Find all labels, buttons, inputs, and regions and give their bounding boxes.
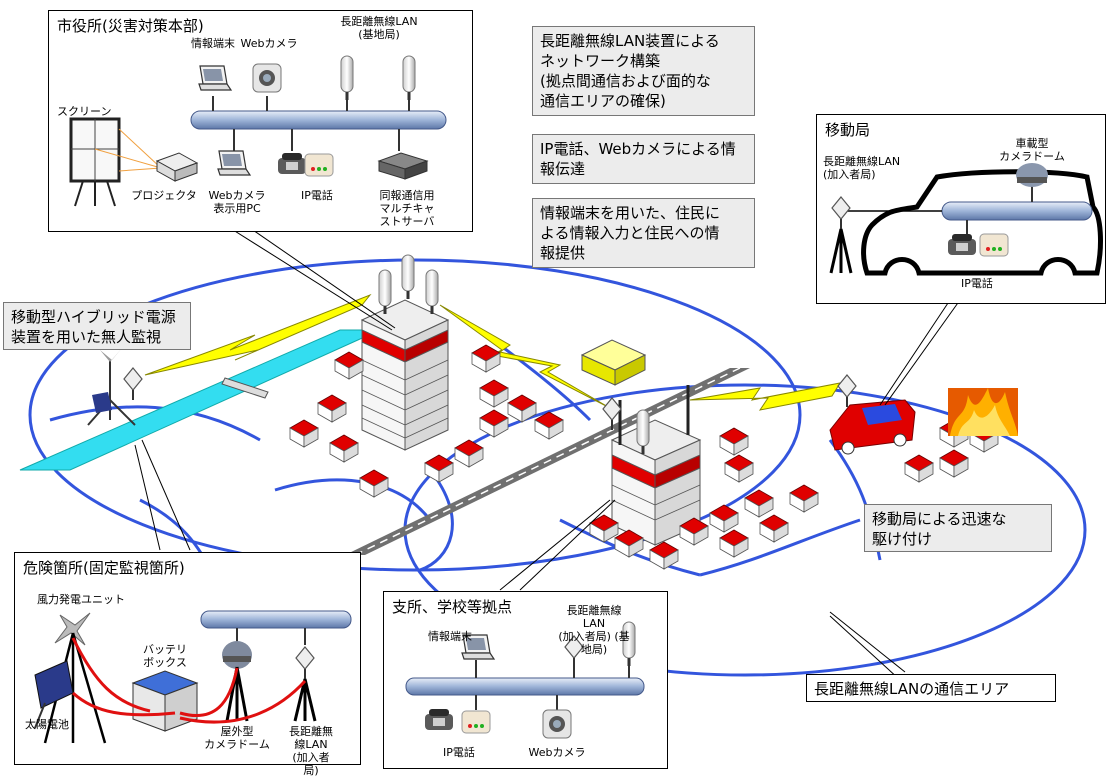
- branch-webcam-icon: [542, 709, 572, 739]
- bridge: [221, 377, 269, 399]
- webcam-icon: [252, 63, 282, 93]
- car-camera-dome-label: 車載型 カメラドーム: [999, 137, 1065, 163]
- danger-title: 危険箇所(固定監視箇所): [23, 559, 185, 577]
- city-hall-equipment: [69, 55, 447, 207]
- branch-terminal-label: 情報端末: [428, 630, 472, 643]
- city-hall-building: [360, 299, 450, 451]
- screen-label: スクリーン: [57, 105, 112, 118]
- hybrid-monitor-station: [87, 348, 143, 426]
- danger-lan-bus: [200, 610, 352, 629]
- car-lan-bus: [941, 201, 1093, 221]
- lan-base-label: 長距離無線LAN (基地局): [340, 15, 418, 41]
- branch-lan-bus: [405, 677, 645, 696]
- webcam-pc-icon: [217, 150, 251, 176]
- branch-ip-phone-label: IP電話: [443, 746, 475, 759]
- projection-beam: [94, 128, 162, 172]
- ip-phone-label: IP電話: [301, 189, 333, 202]
- solar-label: 太陽電池: [25, 718, 69, 731]
- battery-label: バッテリ ボックス: [143, 643, 187, 669]
- car-ip-adapter-icon: [979, 233, 1009, 257]
- branch-webcam-label: Webカメラ: [528, 746, 586, 759]
- city-hall-panel: 市役所(災害対策本部): [48, 10, 473, 232]
- branch-title: 支所、学校等拠点: [392, 598, 513, 616]
- note-hybrid: 移動型ハイブリッド電源 装置を用いた無人監視: [3, 302, 191, 350]
- ip-adapter-icon: [304, 153, 334, 177]
- power-cables: [71, 637, 307, 724]
- car-lan-label: 長距離無線LAN (加入者局): [823, 155, 901, 181]
- car-ip-phone-icon: [948, 234, 976, 255]
- lan-base-antenna-icon: [340, 55, 354, 101]
- branch-ip-phone-icon: [425, 709, 453, 730]
- fire-icon: [948, 388, 1018, 436]
- terminal-label: 情報端末: [191, 37, 235, 50]
- branch-lan-label: 長距離無線LAN (加入者局) (基地局): [558, 604, 630, 656]
- lan-base-antenna-icon: [402, 55, 416, 101]
- screen-icon: [69, 117, 121, 207]
- tripod: [829, 228, 853, 274]
- battery-box-icon: [131, 670, 199, 732]
- danger-lan-label: 長距離無線LAN (加入者局): [289, 725, 333, 777]
- projector-icon: [155, 152, 199, 182]
- mobile-car: [829, 399, 916, 455]
- webcam-pc-label: Webカメラ 表示用PC: [208, 189, 266, 215]
- mobile-station-equipment: [829, 163, 1103, 276]
- danger-lan-antenna-icon: [295, 646, 315, 680]
- danger-equipment: [34, 610, 352, 744]
- car-ip-phone-label: IP電話: [961, 277, 993, 290]
- car-outline: [861, 169, 1103, 276]
- city-hall-lan-bus: [190, 110, 447, 130]
- branch-equipment: [405, 621, 645, 739]
- note-lan-network: 長距離無線LAN装置による ネットワーク構築 (拠点間通信および面的な 通信エリ…: [532, 26, 755, 116]
- car-lan-antenna-icon: [831, 196, 851, 230]
- note-mobile-rush: 移動局による迅速な 駆け付け: [864, 504, 1052, 552]
- yellow-building: [580, 339, 647, 386]
- danger-panel: 危険箇所(固定監視箇所): [14, 552, 361, 777]
- branch-ip-adapter-icon: [461, 710, 491, 734]
- note-resident: 情報端末を用いた、住民に よる情報入力と住民への情 報提供: [532, 198, 755, 268]
- car-camera-dome-icon: [1016, 163, 1048, 187]
- projector-label: プロジェクタ: [131, 189, 197, 202]
- note-ip-phone: IP電話、Webカメラによる情 報伝達: [532, 134, 755, 184]
- wind-label: 風力発電ユニット: [37, 593, 125, 606]
- multicast-label: 同報通信用 マルチキャストサーバ: [379, 189, 435, 228]
- dome-camera-icon: [222, 641, 252, 722]
- terminal-icon: [198, 65, 232, 91]
- ip-phone-icon: [278, 153, 306, 174]
- mobile-station-title: 移動局: [825, 121, 871, 139]
- branch-panel: 支所、学校等拠点 情報端末 長距離無線LAN (加入者局) (基地局) IP電話…: [383, 591, 668, 769]
- mobile-station-panel: 移動局 車載型 カメラドーム 長距離無線LAN (加入者局) IP電話: [816, 114, 1106, 304]
- city-hall-title: 市役所(災害対策本部): [57, 17, 204, 35]
- webcam-label: Webカメラ: [240, 37, 298, 50]
- multicast-server-icon: [377, 152, 429, 180]
- coverage-area: [28, 258, 1087, 677]
- dome-label: 屋外型 カメラドーム: [204, 725, 270, 751]
- note-coverage-area: 長距離無線LANの通信エリア: [806, 674, 1056, 702]
